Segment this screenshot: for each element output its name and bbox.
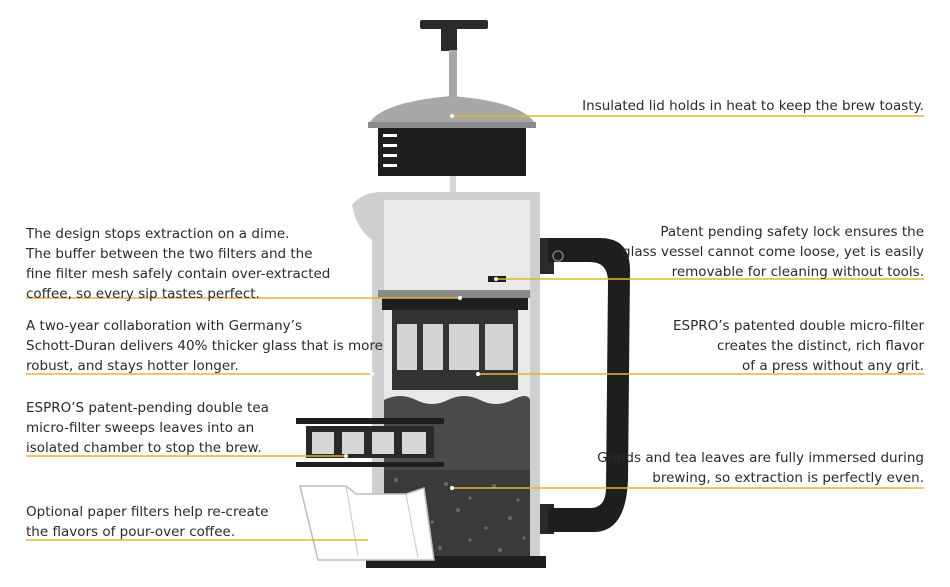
annotation-line: creates the distinct, rich flavor bbox=[716, 338, 924, 354]
plunger-rod bbox=[449, 50, 457, 98]
lid-rim bbox=[368, 122, 536, 128]
annotation-line: micro-filter sweeps leaves into an bbox=[26, 420, 255, 436]
leader-buffer-dot bbox=[458, 296, 462, 300]
paper-filter-fold bbox=[345, 485, 419, 559]
annotation-line: Insulated lid holds in heat to keep the … bbox=[582, 98, 924, 114]
paper-filter bbox=[299, 485, 435, 561]
annotation-line: The design stops extraction on a dime. bbox=[26, 226, 290, 242]
leader-tea-filter-dot bbox=[344, 454, 348, 458]
leader-safety-lock-dot bbox=[494, 277, 498, 281]
annotation-line: Schott-Duran delivers 40% thicker glass … bbox=[26, 338, 383, 354]
handle bbox=[548, 238, 630, 532]
annotation-micro-filter: ESPRO’s patented double micro-filter crea… bbox=[673, 316, 924, 376]
lid-insert bbox=[378, 128, 526, 176]
leader-micro-filter-dot bbox=[476, 372, 480, 376]
annotation-line: The buffer between the two filters and t… bbox=[26, 246, 313, 262]
lid-insert-ribs bbox=[383, 134, 397, 167]
annotation-line: Optional paper filters help re-create bbox=[26, 504, 269, 520]
annotation-line: the flavors of pour-over coffee. bbox=[26, 524, 236, 540]
micro-filter-rim bbox=[382, 298, 528, 310]
plunger-knob-stem bbox=[441, 27, 457, 51]
annotation-line: Grinds and tea leaves are fully immersed… bbox=[597, 450, 924, 466]
annotation-line: Patent pending safety lock ensures the bbox=[660, 224, 924, 240]
leader-glass-dot bbox=[370, 372, 374, 376]
safety-lock-icon bbox=[552, 250, 564, 262]
annotation-safety-lock: Patent pending safety lock ensures the gl… bbox=[622, 222, 924, 282]
annotation-line: brewing, so extraction is perfectly even… bbox=[652, 470, 924, 486]
plunger-knob bbox=[420, 20, 488, 29]
tea-filter-mesh bbox=[312, 432, 426, 454]
leader-immersion-dot bbox=[450, 486, 454, 490]
annotation-line: ESPRO’s patented double micro-filter bbox=[673, 318, 924, 334]
annotation-line: robust, and stays hotter longer. bbox=[26, 358, 239, 374]
micro-filter-mesh-windows bbox=[397, 324, 513, 370]
annotation-line: A two-year collaboration with Germany’s bbox=[26, 318, 302, 334]
tea-filter-bottom-ring bbox=[296, 462, 444, 467]
annotation-line: fine filter mesh safely contain over-ext… bbox=[26, 266, 331, 282]
annotation-line: isolated chamber to stop the brew. bbox=[26, 440, 262, 456]
annotation-lid: Insulated lid holds in heat to keep the … bbox=[582, 96, 924, 116]
annotation-buffer: The design stops extraction on a dime. Th… bbox=[26, 224, 330, 304]
leader-lines bbox=[26, 114, 924, 542]
leader-paper-filter-dot bbox=[368, 538, 372, 542]
annotation-line: coffee, so every sip tastes perfect. bbox=[26, 286, 260, 302]
tea-filter-top-ring bbox=[296, 418, 444, 424]
annotation-line: glass vessel cannot come loose, yet is e… bbox=[622, 244, 924, 260]
annotation-tea-filter: ESPRO’S patent-pending double tea micro-f… bbox=[26, 398, 269, 458]
leader-lid-dot bbox=[450, 114, 454, 118]
annotation-line: of a press without any grit. bbox=[742, 358, 924, 374]
annotation-line: removable for cleaning without tools. bbox=[671, 264, 924, 280]
annotation-paper-filter: Optional paper filters help re-create the… bbox=[26, 502, 268, 542]
lid-dome bbox=[368, 96, 536, 125]
micro-filter-top-ring bbox=[378, 290, 530, 298]
annotation-line: ESPRO’S patent-pending double tea bbox=[26, 400, 269, 416]
annotation-immersion: Grinds and tea leaves are fully immersed… bbox=[597, 448, 924, 488]
